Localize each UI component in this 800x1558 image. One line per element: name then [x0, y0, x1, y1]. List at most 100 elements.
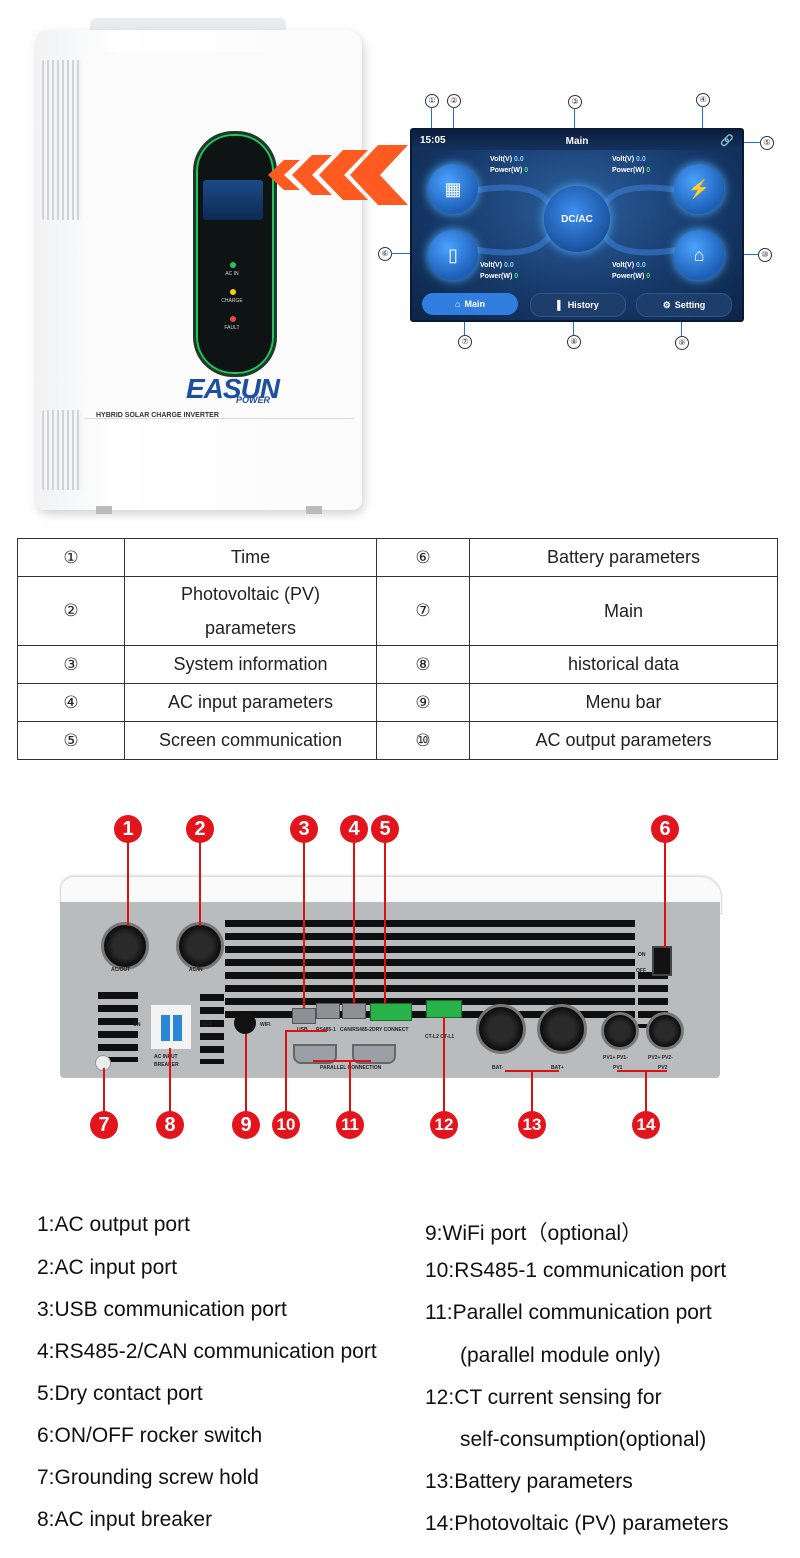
ac-input-breaker: [150, 1004, 192, 1050]
usb-port: [292, 1008, 316, 1024]
table-cell: ①: [17, 538, 125, 577]
pointer-line: [349, 1060, 351, 1112]
badge-8: 8: [156, 1111, 184, 1139]
grid-tower-icon[interactable]: ⚡: [674, 164, 724, 214]
table-cell: ③: [17, 645, 125, 684]
table-cell: Menu bar: [469, 683, 778, 722]
bat-power-label: Power(W): [480, 273, 513, 280]
callout-line: [431, 107, 432, 133]
callout-10: ⑩: [758, 248, 772, 262]
tab-history[interactable]: ▌History: [530, 293, 626, 317]
vent-slots: [98, 992, 138, 1062]
breaker-lever: [173, 1015, 182, 1041]
table-cell: Time: [124, 538, 377, 577]
can-rs485-2-port: [342, 1003, 366, 1019]
brand-logo-sub: POWER: [236, 395, 271, 405]
ct-sensor-terminal: [426, 1000, 462, 1018]
rear-label: PV2+ PV2-: [648, 1055, 673, 1061]
table-cell: AC input parameters: [124, 683, 377, 722]
badge-2: 2: [186, 815, 214, 843]
table-cell: Main: [469, 576, 778, 646]
mini-lcd: [203, 180, 263, 220]
battery-negative-port: [476, 1004, 526, 1054]
dc-ac-icon[interactable]: DC/AC: [544, 186, 610, 252]
table-cell: ⑦: [376, 576, 470, 646]
front-divider: [84, 418, 354, 419]
table-cell: ④: [17, 683, 125, 722]
callout-5: ⑤: [760, 136, 774, 150]
table-cell: historical data: [469, 645, 778, 684]
tab-main[interactable]: ⌂Main: [422, 293, 518, 315]
pointer-line: [505, 1070, 559, 1072]
pointer-line: [169, 1048, 171, 1112]
callout-4: ④: [696, 93, 710, 107]
rear-label: CAN/RS485-2: [340, 1027, 372, 1033]
ac-input-port: [176, 922, 224, 970]
port-desc: 10:RS485-1 communication port: [425, 1259, 727, 1282]
bat-volt-value: 0.0: [504, 262, 514, 269]
charge-led: [230, 289, 236, 295]
rear-label: BAT-: [492, 1065, 504, 1071]
table-cell: AC output parameters: [469, 721, 778, 760]
callout-9: ⑨: [675, 336, 689, 350]
breaker-lever: [161, 1015, 170, 1041]
callout-line: [681, 318, 682, 336]
rear-label: DRY CONNECT: [372, 1027, 409, 1033]
table-row: ④ AC input parameters ⑨ Menu bar: [17, 683, 778, 722]
ac-out-volt-label: Volt(V): [612, 262, 635, 269]
port-desc: 3:USB communication port: [37, 1298, 287, 1321]
pointer-line: [531, 1070, 533, 1112]
ac-out-power-label: Power(W): [612, 273, 645, 280]
ac-out-power-value: 0: [646, 273, 651, 280]
badge-7: 7: [90, 1111, 118, 1139]
pointer-line: [245, 1034, 247, 1112]
rear-label: ON: [638, 952, 646, 958]
tab-history-label: History: [567, 300, 599, 310]
ac-in-led: [230, 262, 236, 268]
led-label: FAULT: [224, 325, 240, 331]
badge-1: 1: [114, 815, 142, 843]
link-icon: 🔗: [720, 135, 734, 147]
pointer-line: [303, 842, 305, 1008]
ac-output-port: [101, 922, 149, 970]
table-cell: ⑧: [376, 645, 470, 684]
foot: [306, 506, 322, 514]
port-desc: 13:Battery parameters: [425, 1470, 633, 1493]
tab-setting[interactable]: ⚙Setting: [636, 293, 732, 317]
battery-icon[interactable]: ▯: [428, 230, 478, 280]
rear-label: ON: [133, 1022, 141, 1028]
model-label: HYBRID SOLAR CHARGE INVERTER: [96, 412, 219, 419]
pointer-line: [645, 1070, 647, 1112]
rear-label: PV2: [658, 1065, 668, 1071]
callout-1: ①: [425, 94, 439, 108]
pointer-line: [617, 1070, 667, 1072]
callout-line: [464, 318, 465, 335]
port-desc: 11:Parallel communication port: [425, 1301, 712, 1324]
callout-line: [730, 142, 760, 143]
badge-11: 11: [336, 1111, 364, 1139]
screen-status-bar: [412, 130, 742, 150]
callout-3: ③: [568, 95, 582, 109]
table-row: ③ System information ⑧ historical data: [17, 645, 778, 684]
dry-contact-terminal: [370, 1003, 412, 1021]
rear-label: PV1+ PV1-: [603, 1055, 628, 1061]
badge-14: 14: [632, 1111, 660, 1139]
solar-panel-icon[interactable]: ▦: [428, 164, 478, 214]
port-desc: 2:AC input port: [37, 1256, 178, 1279]
port-desc: 8:AC input breaker: [37, 1508, 213, 1531]
rear-label: BAT+: [551, 1065, 564, 1071]
table-cell: Battery parameters: [469, 538, 778, 577]
badge-6: 6: [651, 815, 679, 843]
pointer-line: [285, 1030, 287, 1112]
ac-in-volt-label: Volt(V): [612, 156, 635, 163]
screen-title: Main: [565, 136, 589, 147]
foot: [96, 506, 112, 514]
pointer-line: [443, 1017, 445, 1112]
table-row: ② Photovoltaic (PV)parameters ⑦ Main: [17, 576, 778, 646]
table-cell: System information: [124, 645, 377, 684]
pv-power-value: 0: [524, 167, 529, 174]
badge-10: 10: [272, 1111, 300, 1139]
table-cell: Photovoltaic (PV)parameters: [124, 576, 377, 646]
house-load-icon[interactable]: ⌂: [674, 230, 724, 280]
pointer-line: [127, 842, 129, 926]
